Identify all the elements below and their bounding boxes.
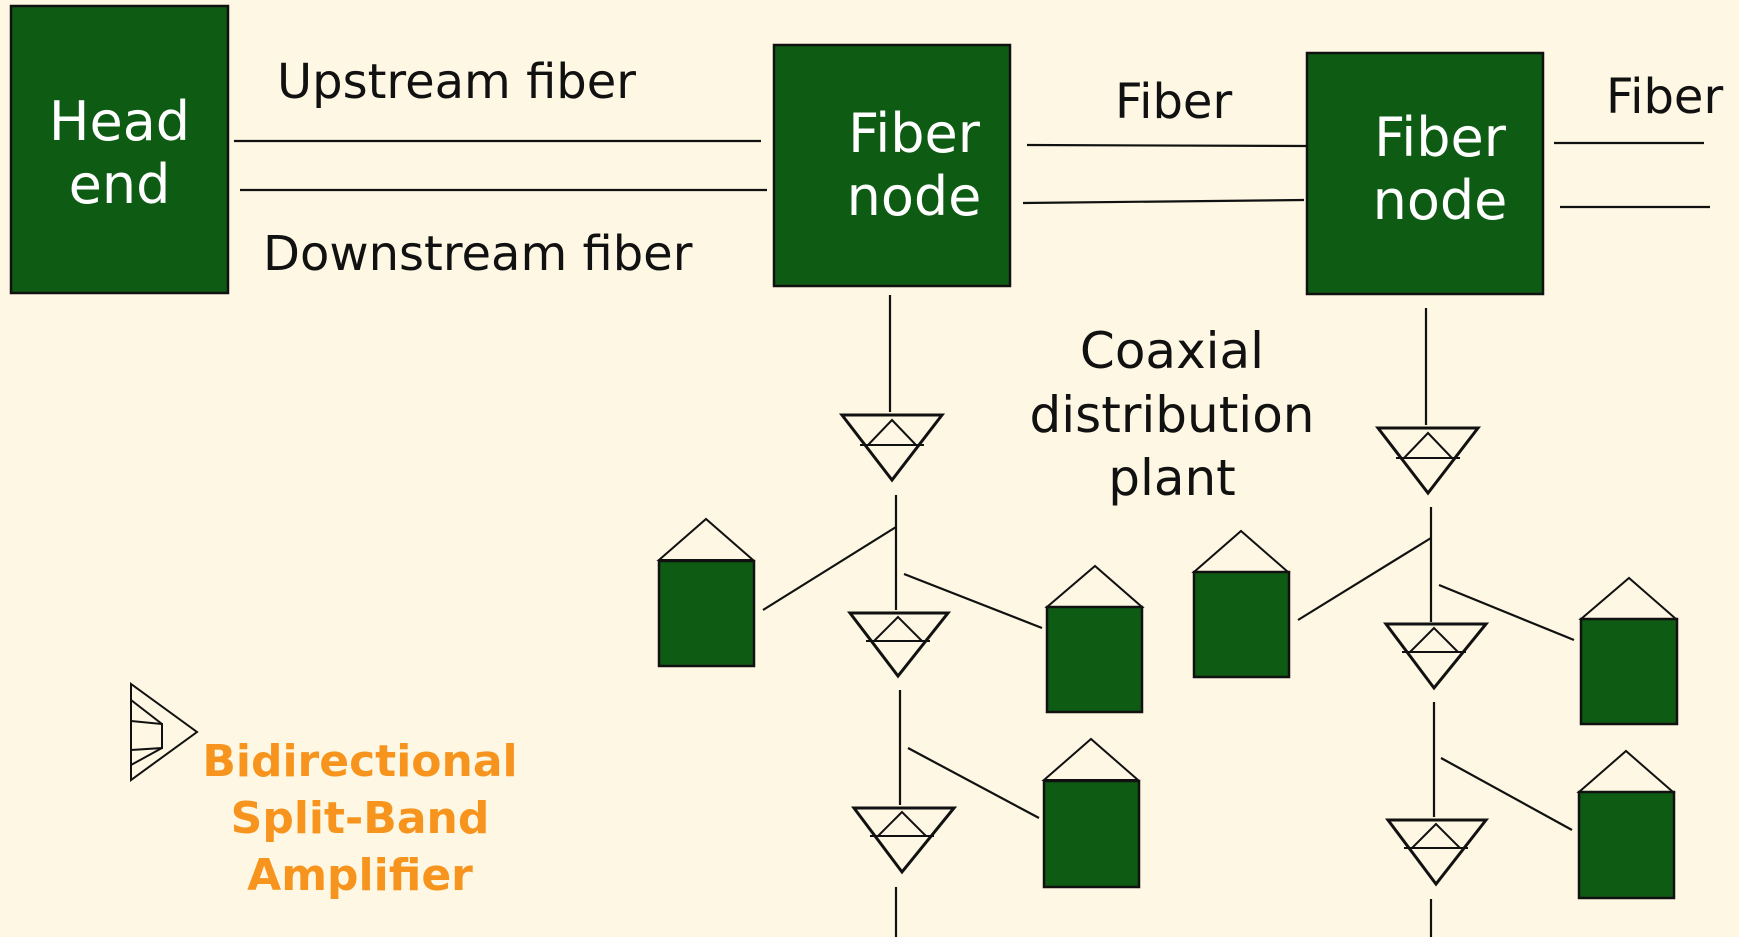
downstream-fiber-label: Downstream fiber <box>263 226 693 282</box>
coax-drop-left-house-b <box>903 572 1043 630</box>
amplifier-icon <box>1374 426 1482 496</box>
fiber-node-1-box <box>772 43 1012 288</box>
fiber-node-2-box <box>1305 51 1545 296</box>
house-icon <box>1191 529 1291 679</box>
coaxial-plant-label: Coaxial distribution plant <box>1012 320 1332 511</box>
legend-line3: Amplifier <box>247 850 473 902</box>
fiber-node-1-label: Fiber node <box>774 102 1054 228</box>
headend-line1: Head <box>48 90 191 153</box>
legend-line1: Bidirectional <box>202 736 518 787</box>
legend-amplifier-icon <box>130 682 199 782</box>
headend-label: Head end <box>11 90 228 216</box>
legend-label: Bidirectional Split-Band Amplifier <box>200 733 520 905</box>
amplifier-icon <box>1383 622 1490 691</box>
headend-line2: end <box>68 153 171 217</box>
coax-line1: Coaxial <box>1079 322 1265 380</box>
coax-line3: plant <box>1108 449 1236 507</box>
house-icon <box>1044 564 1145 714</box>
fiber-node-2-line2: node <box>1372 169 1508 233</box>
legend-line2: Split-Band <box>230 793 490 845</box>
coax-drop-right-house-a <box>1297 537 1432 621</box>
fiber-node-1-line2: node <box>846 165 982 229</box>
fiber-label-outgoing: Fiber <box>1606 69 1724 125</box>
amplifier-icon <box>846 611 952 679</box>
house-icon <box>1041 737 1141 889</box>
upstream-fiber-label: Upstream fiber <box>277 54 637 110</box>
house-icon <box>1576 749 1676 900</box>
amplifier-icon <box>838 413 946 483</box>
coax-drop-right-house-c <box>1440 757 1573 831</box>
fiber-line-node-b <box>1022 198 1305 205</box>
coax-drop-left-house-c <box>907 747 1040 819</box>
coax-drop-left-house-a <box>762 526 897 611</box>
coax-drop-right-house-b <box>1438 583 1575 642</box>
amplifier-icon <box>851 806 958 875</box>
fiber-line-node-a <box>1026 143 1308 148</box>
fiber-node-2-line1: Fiber <box>1374 106 1506 169</box>
fiber-label-between-nodes: Fiber <box>1115 74 1233 130</box>
fiber-node-1-line1: Fiber <box>848 102 980 165</box>
fiber-node-2-label: Fiber node <box>1307 106 1573 232</box>
headend-box <box>9 4 230 295</box>
amplifier-icon <box>1385 818 1490 887</box>
coax-line2: distribution <box>1029 385 1315 444</box>
house-icon <box>1578 576 1679 726</box>
house-icon <box>656 517 756 668</box>
